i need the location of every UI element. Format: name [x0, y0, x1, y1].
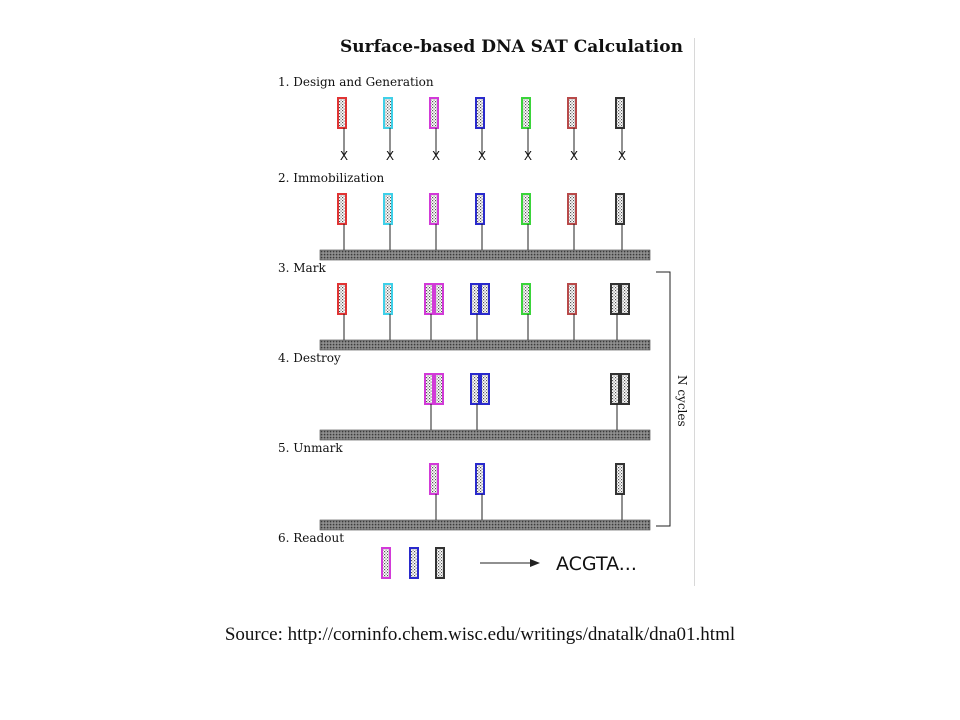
marked-strand	[470, 373, 480, 430]
strand	[337, 97, 347, 154]
complement-strand	[434, 283, 444, 315]
strand-body	[567, 97, 577, 129]
strand-body	[615, 97, 625, 129]
readout-result: ACGTA...	[556, 553, 637, 575]
terminal-x-label: X	[478, 149, 486, 163]
step-label: 5. Unmark	[278, 441, 343, 455]
strand	[475, 97, 485, 154]
strand-body	[383, 97, 393, 129]
strand-body	[475, 97, 485, 129]
marked-strand	[610, 373, 620, 430]
strand	[615, 463, 625, 520]
surface-slab	[319, 519, 651, 531]
strand-body	[475, 193, 485, 225]
strand-body	[337, 283, 347, 315]
step-label: 3. Mark	[278, 261, 326, 275]
step-label: 6. Readout	[278, 531, 344, 545]
strand-body	[434, 373, 444, 405]
dna-sat-diagram: Surface-based DNA SAT Calculation 1. Des…	[278, 38, 689, 579]
strand	[383, 97, 393, 154]
strand-body	[383, 193, 393, 225]
strand	[429, 463, 439, 520]
strand-body	[429, 97, 439, 129]
strand-body	[521, 283, 531, 315]
strand-body	[429, 463, 439, 495]
strand-body	[337, 193, 347, 225]
readout-strand	[409, 547, 419, 579]
strand-body	[409, 547, 419, 579]
strand	[337, 283, 347, 340]
surface-slab	[319, 429, 651, 441]
strand	[475, 463, 485, 520]
strand	[337, 193, 347, 250]
terminal-x-label: X	[386, 149, 394, 163]
strand-body	[470, 283, 480, 315]
step-label: 4. Destroy	[278, 351, 341, 365]
terminal-x-label: X	[618, 149, 626, 163]
source-caption: Source: http://corninfo.chem.wisc.edu/wr…	[224, 624, 736, 645]
strand-body	[480, 373, 490, 405]
strand-body	[337, 97, 347, 129]
complement-strand	[620, 283, 630, 315]
strand	[567, 283, 577, 340]
strand-body	[434, 283, 444, 315]
strand-body	[521, 193, 531, 225]
strand	[475, 193, 485, 250]
strand-body	[615, 193, 625, 225]
surface-slab	[319, 339, 651, 351]
complement-strand	[620, 373, 630, 405]
step-label: 1. Design and Generation	[278, 75, 434, 89]
strand-body	[424, 283, 434, 315]
strand-body	[475, 463, 485, 495]
strand	[521, 283, 531, 340]
strand	[615, 97, 625, 154]
terminal-x-label: X	[432, 149, 440, 163]
complement-strand	[480, 373, 490, 405]
strand	[567, 193, 577, 250]
strand-body	[620, 373, 630, 405]
cycles-bracket	[656, 271, 671, 527]
strand	[429, 97, 439, 154]
step-label: 2. Immobilization	[278, 171, 385, 185]
terminal-x-label: X	[570, 149, 578, 163]
terminal-x-label: X	[340, 149, 348, 163]
strand-body	[381, 547, 391, 579]
strand	[521, 97, 531, 154]
strand-body	[424, 373, 434, 405]
complement-strand	[480, 283, 490, 315]
strand	[521, 193, 531, 250]
strand-body	[480, 283, 490, 315]
strand-body	[615, 463, 625, 495]
strand	[429, 193, 439, 250]
strand-body	[567, 193, 577, 225]
strand	[615, 193, 625, 250]
strand-body	[429, 193, 439, 225]
strand-body	[435, 547, 445, 579]
strand-body	[383, 283, 393, 315]
strand-body	[610, 283, 620, 315]
strand	[567, 97, 577, 154]
surface-slab	[319, 249, 651, 261]
marked-strand	[470, 283, 480, 340]
complement-strand	[434, 373, 444, 405]
marked-strand	[424, 283, 434, 340]
terminal-x-label: X	[524, 149, 532, 163]
strand-body	[610, 373, 620, 405]
diagram-title: Surface-based DNA SAT Calculation	[340, 38, 683, 57]
arrow-head-icon	[530, 559, 540, 567]
readout-strand	[381, 547, 391, 579]
strand-body	[521, 97, 531, 129]
diagram-figure: Surface-based DNA SAT Calculation 1. Des…	[270, 38, 695, 586]
readout-strand	[435, 547, 445, 579]
strand-body	[567, 283, 577, 315]
cycles-label: N cycles	[675, 375, 689, 427]
marked-strand	[610, 283, 620, 340]
strand-body	[470, 373, 480, 405]
marked-strand	[424, 373, 434, 430]
strand	[383, 193, 393, 250]
strand	[383, 283, 393, 340]
strand-body	[620, 283, 630, 315]
